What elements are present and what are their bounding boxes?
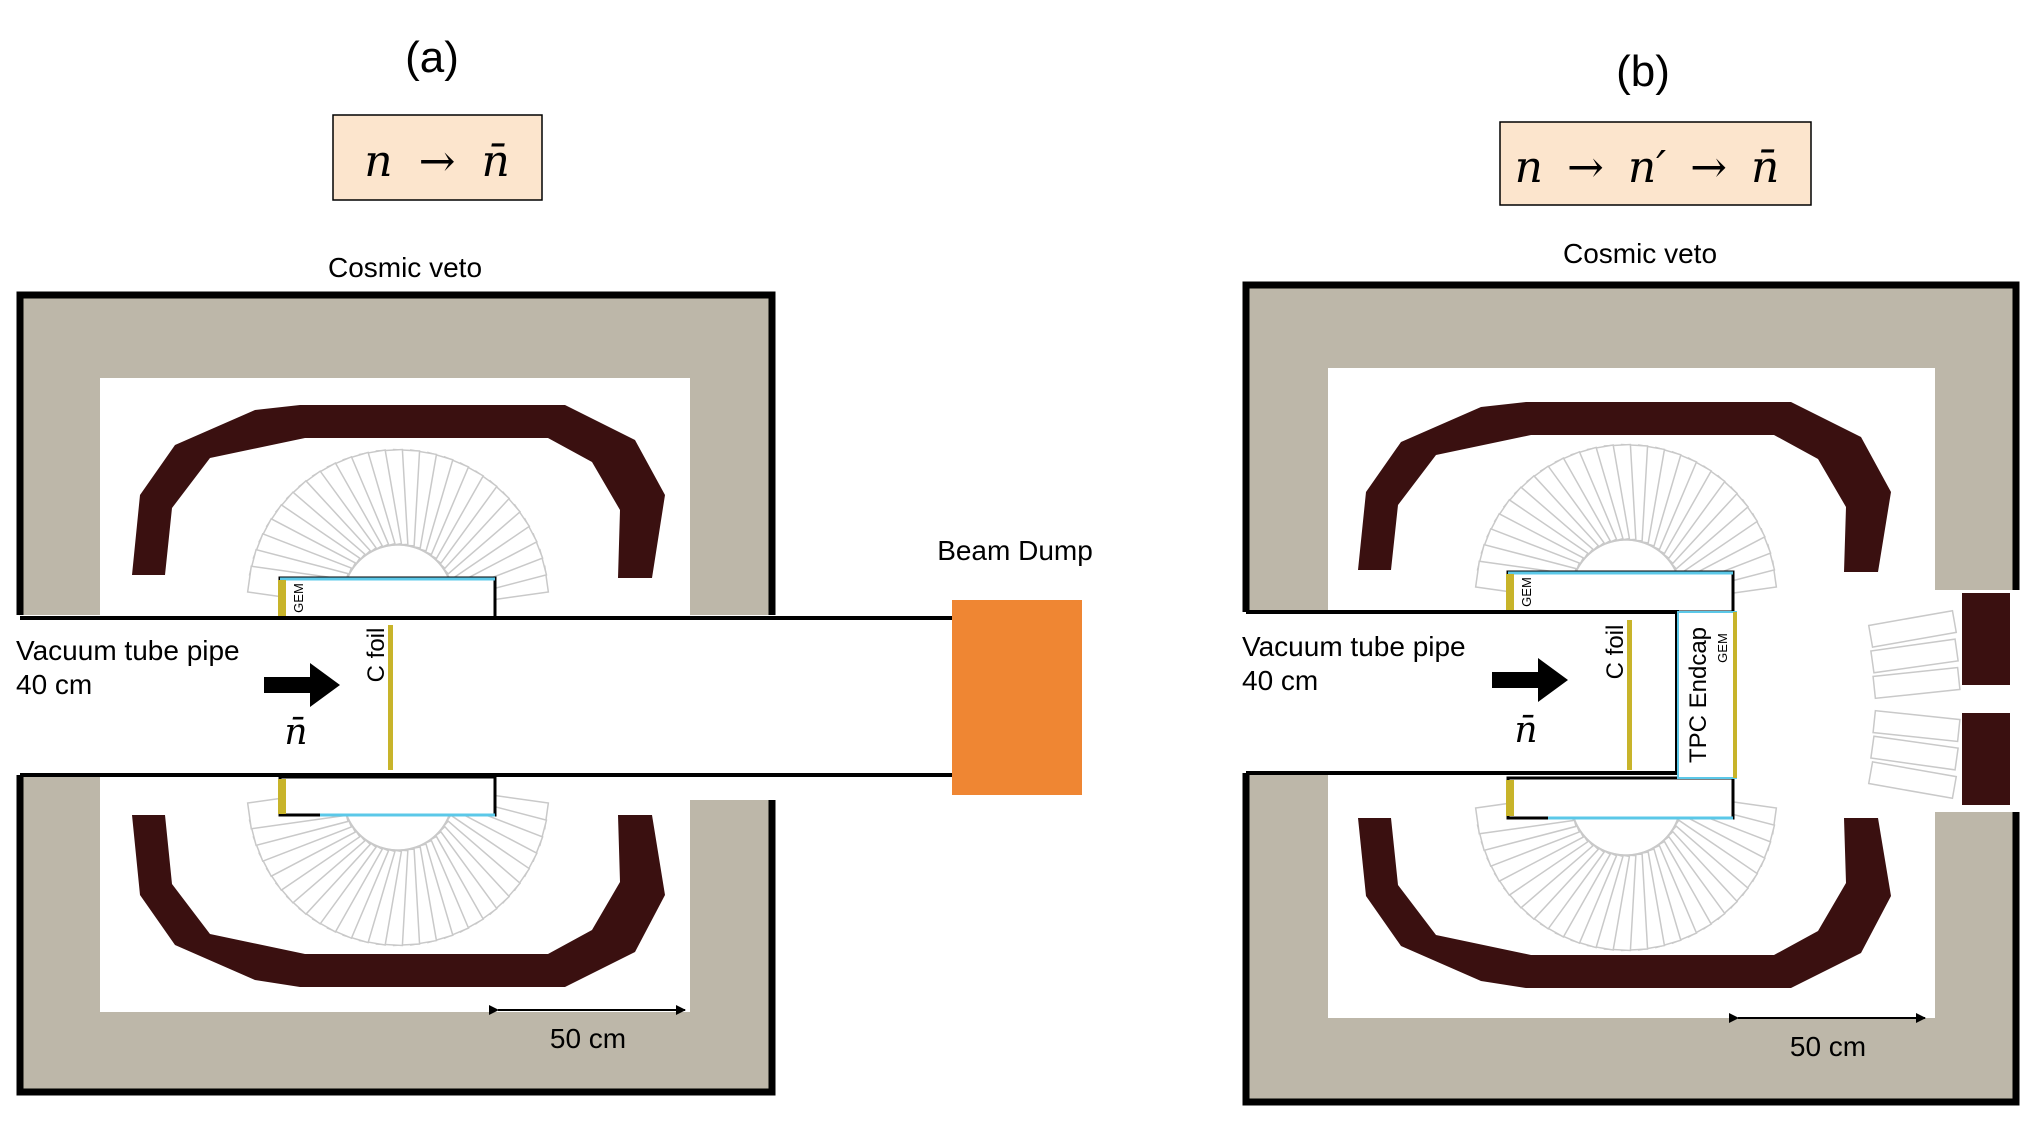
- panel-b-cosmic-veto-label: Cosmic veto: [1563, 238, 1717, 269]
- endcap-scintillator-stave: [1870, 638, 1959, 674]
- equation-rhs: n̄: [481, 136, 509, 187]
- equation-arrow1: →: [1567, 142, 1604, 193]
- panel-a-vacuum-label-line1: Vacuum tube pipe: [16, 635, 240, 666]
- panel-a-beam-arrow-icon: [264, 663, 340, 707]
- panel-a-gem-foil-upper: [278, 580, 286, 616]
- panel-b-vacuum-label-line1: Vacuum tube pipe: [1242, 631, 1466, 662]
- panel-b-endcap-gem-foil: [1733, 612, 1737, 778]
- panel-b-tpc-upper: [1506, 570, 1735, 614]
- panel-a-veto-upper: [20, 295, 772, 615]
- panel-a-scale-label: 50 cm: [550, 1023, 626, 1054]
- panel-a-vacuum-label-line2: 40 cm: [16, 669, 92, 700]
- equation-lhs: n: [364, 136, 392, 187]
- panel-b-carbon-foil: [1627, 620, 1632, 770]
- panel-a-c-foil-label: C foil: [363, 628, 390, 683]
- panel-a-scintillator-fan-lower: [246, 788, 550, 947]
- panel-b-endcap-calorimeter-lower: [1962, 713, 2010, 805]
- panel-b-veto-upper-border: [1242, 281, 2020, 612]
- panel-b: (b) n → n′ → n̄ Cosmic veto GEM: [1242, 47, 2020, 1106]
- panel-b-equation-box: [1499, 121, 1812, 206]
- panel-a-beam-dump: [952, 600, 1082, 795]
- panel-b-vacuum-label-line2: 40 cm: [1242, 665, 1318, 696]
- panel-b-scintillator-endcap: [1867, 609, 1961, 800]
- panel-a-gem-foil-lower: [278, 779, 286, 814]
- panel-a-equation: n → n̄: [364, 136, 510, 187]
- panel-a-gem-label: GEM: [291, 583, 306, 613]
- panel-a-cosmic-veto-label: Cosmic veto: [328, 252, 482, 283]
- equation-arrow: →: [419, 136, 456, 187]
- panel-a-vacuum-pipe: [20, 618, 952, 775]
- panel-b-endcap-calorimeter-upper: [1962, 593, 2010, 685]
- panel-b-c-foil-label: C foil: [1602, 625, 1629, 680]
- panel-b-vacuum-pipe: [1246, 612, 1677, 773]
- panel-a-veto-upper-border: [16, 291, 776, 615]
- panel-a-label: (a): [405, 33, 459, 82]
- panel-b-antineutron-label: n̄: [1514, 710, 1537, 751]
- endcap-scintillator-stave: [1872, 666, 1961, 700]
- panel-a-antineutron-label: n̄: [284, 712, 307, 753]
- panel-a: (a) n → n̄ Cosmic veto GEM: [16, 33, 1093, 1096]
- panel-b-tpc-endcap-label: TPC Endcap: [1685, 627, 1712, 763]
- panel-a-tpc-lower: [278, 775, 497, 817]
- panel-a-tpc-upper: [278, 576, 497, 620]
- panel-b-gem-foil-lower: [1506, 780, 1514, 816]
- equation-p1: n: [1515, 142, 1543, 193]
- equation-p3: n̄: [1751, 142, 1779, 193]
- panel-b-equation: n → n′ → n̄: [1515, 142, 1780, 193]
- panel-b-scale-label: 50 cm: [1790, 1031, 1866, 1062]
- panel-a-beam-dump-label: Beam Dump: [937, 535, 1093, 566]
- endcap-scintillator-stave: [1872, 709, 1961, 743]
- panel-b-veto-lower-border: [1242, 773, 2020, 1106]
- panel-b-gem-foil-upper: [1506, 574, 1514, 610]
- endcap-scintillator-stave: [1867, 761, 1958, 800]
- panel-b-beam-arrow-icon: [1492, 658, 1568, 702]
- panel-b-scintillator-fan-upper: [1474, 443, 1778, 602]
- panel-a-equation-box: [332, 114, 543, 201]
- panel-b-scintillator-fan-lower: [1474, 793, 1778, 952]
- panel-b-tpc-endcap: [1677, 611, 1737, 779]
- panel-b-veto-upper: [1246, 285, 2016, 612]
- endcap-scintillator-stave: [1870, 735, 1959, 771]
- panel-b-endcap-gem-label: GEM: [1715, 633, 1730, 663]
- panel-a-veto-lower-border: [16, 775, 776, 1096]
- endcap-scintillator-stave: [1867, 609, 1958, 648]
- equation-p2: n′: [1628, 142, 1666, 193]
- panel-b-gem-label: GEM: [1519, 577, 1534, 607]
- panel-b-label: (b): [1616, 47, 1670, 96]
- equation-arrow2: →: [1690, 142, 1727, 193]
- panel-a-carbon-foil: [388, 625, 393, 770]
- panel-b-tpc-lower: [1506, 776, 1735, 820]
